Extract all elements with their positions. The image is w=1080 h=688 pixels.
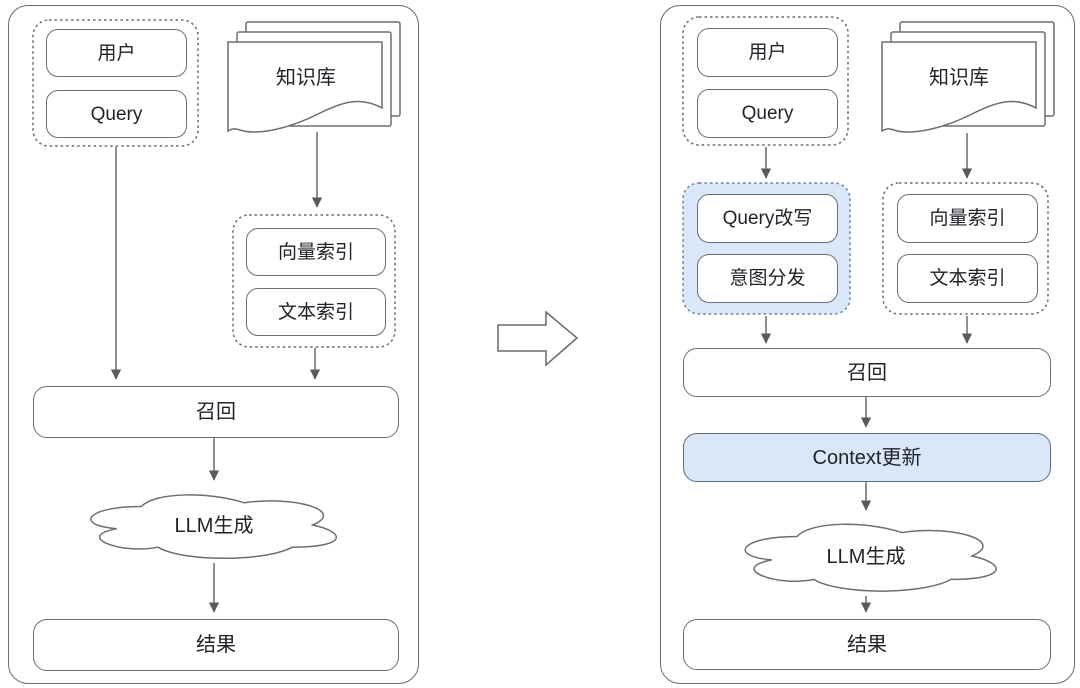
right-user-box-label: 用户 (748, 42, 787, 63)
right-result-box: 结果 (683, 619, 1051, 670)
right-query-rewrite-label: Query改写 (722, 208, 813, 229)
right-query-box-label: Query (741, 103, 794, 124)
right-vector-index-label: 向量索引 (929, 208, 1006, 229)
left-text-index-box: 文本索引 (246, 288, 386, 336)
left-query-box: Query (46, 90, 187, 138)
right-query-box: Query (697, 89, 838, 138)
left-result-label: 结果 (196, 634, 236, 656)
left-vector-index-label: 向量索引 (277, 241, 354, 263)
left-knowledge-base-label: 知识库 (276, 67, 336, 89)
right-intent-dispatch-label: 意图分发 (729, 268, 806, 289)
right-text-index-label: 文本索引 (929, 268, 1006, 289)
left-recall-label: 召回 (196, 401, 236, 423)
right-query-rewrite-box: Query改写 (697, 194, 838, 243)
left-text-index-label: 文本索引 (277, 301, 354, 323)
left-query-box-label: Query (90, 103, 143, 125)
right-context-update-box: Context更新 (683, 433, 1051, 482)
right-context-update-label: Context更新 (812, 446, 922, 469)
left-llm-label: LLM生成 (174, 515, 254, 537)
left-result-box: 结果 (33, 619, 399, 671)
left-user-box: 用户 (46, 29, 187, 77)
right-result-label: 结果 (847, 633, 887, 656)
right-vector-index-box: 向量索引 (897, 194, 1038, 243)
transform-block-arrow-icon (497, 310, 579, 367)
right-llm-label: LLM生成 (826, 546, 906, 568)
right-intent-dispatch-box: 意图分发 (697, 254, 838, 303)
left-recall-box: 召回 (33, 386, 399, 438)
right-knowledge-base-label: 知识库 (929, 67, 989, 89)
right-recall-box: 召回 (683, 348, 1051, 397)
left-vector-index-box: 向量索引 (246, 228, 386, 276)
left-user-box-label: 用户 (97, 42, 136, 64)
right-text-index-box: 文本索引 (897, 254, 1038, 303)
right-user-box: 用户 (697, 28, 838, 77)
right-recall-label: 召回 (847, 361, 887, 384)
